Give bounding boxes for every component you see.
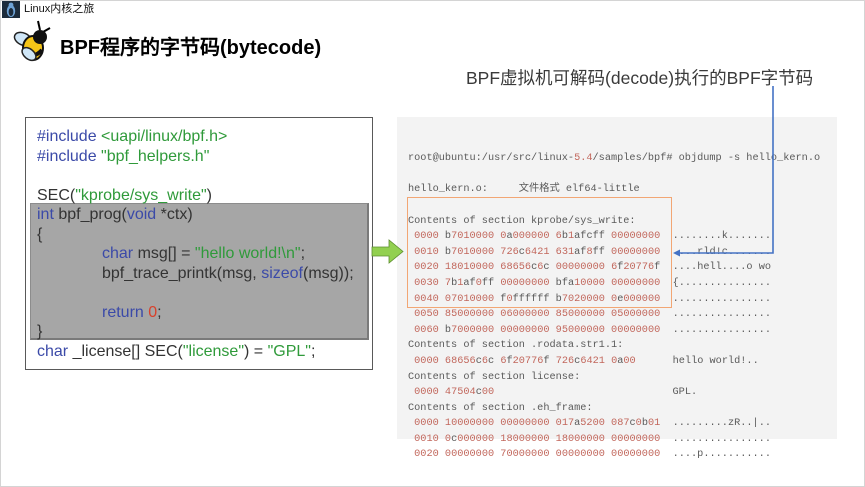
code-line: char msg[] = "hello world!\n"; <box>37 244 367 264</box>
function-highlight <box>30 203 369 340</box>
code-line: #include "bpf_helpers.h" <box>37 147 367 167</box>
code-token-keyword: return <box>102 303 144 321</box>
hex-dump-row: 0040 07010000 f0ffffff b7020000 0e000000… <box>414 292 771 305</box>
objdump-terminal-output: root@ubuntu:/usr/src/linux-5.4/samples/b… <box>397 117 837 460</box>
code-token-plain: ; <box>310 342 316 360</box>
ascii-column: ....hell....o wo <box>660 261 772 274</box>
code-token-keyword: char <box>37 342 69 360</box>
app-name: Linux内核之旅 <box>24 3 95 15</box>
hex-dump-row: 0020 00000000 70000000 00000000 00000000… <box>414 448 771 461</box>
code-token-plain: { <box>37 225 43 243</box>
code-token-plain: ; <box>157 303 162 321</box>
code-token-plain: (msg)); <box>302 264 354 282</box>
section-header: Contents of section .rodata.str1.1: <box>408 339 624 352</box>
code-token-plain: _license[] SEC( <box>68 342 183 360</box>
code-token-string: "GPL" <box>267 342 311 360</box>
code-token-plain: } <box>37 323 43 340</box>
code-token-string: "hello world!\n" <box>194 245 301 262</box>
code-token-string: "bpf_helpers.h" <box>101 147 210 165</box>
code-line: int bpf_prog(void *ctx) <box>37 205 367 225</box>
hex-dump-row: 0000 10000000 00000000 017a5200 087c0b01… <box>414 417 771 430</box>
source-code: #include <uapi/linux/bpf.h>#include "bpf… <box>37 127 367 361</box>
code-token-string: <uapi/linux/bpf.h> <box>101 128 228 145</box>
ascii-column: hello world!.. <box>660 354 759 367</box>
code-token-plain: msg[] = <box>133 245 195 262</box>
section-header: Contents of section kprobe/sys_write: <box>408 214 636 227</box>
section-header: Contents of section .eh_frame: <box>408 401 593 414</box>
hex-dump-row: 0000 b7010000 0a000000 6b1afcff 00000000… <box>414 230 771 243</box>
section-header: Contents of section license: <box>408 370 581 383</box>
code-token-plain: *ctx) <box>156 206 193 223</box>
ascii-column: GPL. <box>660 386 698 399</box>
code-line: char _license[] SEC("license") = "GPL"; <box>37 342 367 362</box>
annotation-label: BPF虚拟机可解码(decode)执行的BPF字节码 <box>466 68 814 88</box>
blank-line <box>408 198 837 214</box>
code-token-keyword: sizeof <box>261 264 303 282</box>
code-line: bpf_trace_printk(msg, sizeof(msg)); <box>37 264 367 284</box>
hex-dump-row: 0010 0c000000 18000000 18000000 00000000… <box>414 432 771 445</box>
ascii-column: ....rld!c....... <box>660 245 771 258</box>
linux-penguin-icon <box>2 0 20 18</box>
code-token-plain: ; <box>300 245 306 262</box>
ascii-column: {............... <box>660 276 771 289</box>
command-line: root@ubuntu:/usr/src/linux-5.4/samples/b… <box>408 152 821 165</box>
hex-dump-row: 0060 b7000000 00000000 95000000 00000000… <box>414 323 771 336</box>
hex-dump-row: 0000 47504c00 GPL. <box>414 386 698 399</box>
ascii-column: .........zR..|.. <box>660 417 771 430</box>
code-token-keyword: #include <box>37 128 102 145</box>
code-token-keyword: void <box>126 206 157 223</box>
ascii-column: ................ <box>660 292 771 305</box>
code-token-plain: SEC( <box>37 186 76 204</box>
code-token-string: "kprobe/sys_write" <box>75 186 207 204</box>
code-token-plain: bpf_prog( <box>53 206 127 223</box>
hex-dump-row: 0050 85000000 06000000 85000000 05000000… <box>414 308 771 321</box>
code-token-keyword: #include <box>37 147 102 165</box>
ascii-column: ....p........... <box>660 448 771 461</box>
ascii-column: ........k....... <box>660 230 771 243</box>
page-title: BPF程序的字节码(bytecode) <box>60 37 322 59</box>
code-token-number: 0 <box>148 303 158 321</box>
code-token-plain: ) = <box>244 342 268 360</box>
ascii-column: ................ <box>660 432 771 445</box>
ascii-column: ................ <box>660 323 771 336</box>
code-line: { <box>37 225 367 245</box>
hex-dump-row: 0020 18010000 68656c6c 00000000 6f20776f… <box>414 261 772 274</box>
code-token-keyword: int <box>37 206 54 223</box>
hex-dump-row: 0000 68656c6c 6f20776f 726c6421 0a00 hel… <box>414 354 759 367</box>
hex-dump-row: 0010 b7010000 726c6421 631af8ff 00000000… <box>414 245 771 258</box>
code-token-plain: bpf_trace_printk(msg, <box>102 264 262 282</box>
file-format-line: hello_kern.o: 文件格式 elf64-little <box>408 183 640 196</box>
code-line: return 0; <box>37 303 367 323</box>
code-line <box>37 166 367 186</box>
blank-line <box>408 167 837 183</box>
code-line: } <box>37 322 367 342</box>
ascii-column: ................ <box>660 308 771 321</box>
hex-dump-row: 0030 7b1af0ff 00000000 bfa10000 00000000… <box>414 276 771 289</box>
code-line: SEC("kprobe/sys_write") <box>37 186 367 206</box>
code-token-keyword: char <box>102 245 134 262</box>
code-line: #include <uapi/linux/bpf.h> <box>37 127 367 147</box>
code-token-plain: ) <box>206 186 212 204</box>
code-line <box>37 283 367 303</box>
bee-logo-icon <box>13 20 51 62</box>
code-token-string: "license" <box>182 342 245 360</box>
